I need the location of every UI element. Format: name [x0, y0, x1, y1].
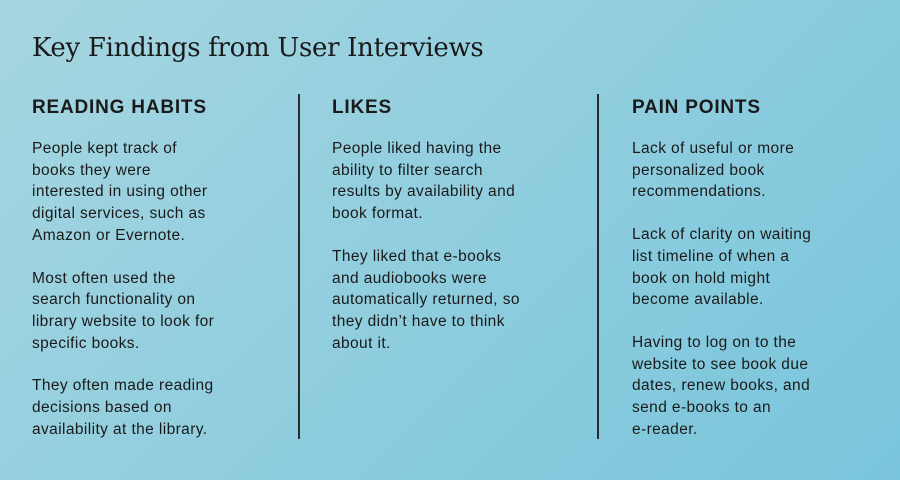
column-divider: [597, 94, 599, 439]
column-heading: PAIN POINTS: [632, 97, 761, 118]
column-reading-habits: READING HABITS People kept track of book…: [32, 95, 268, 461]
finding-paragraph: Lack of useful or more personalized book…: [632, 140, 795, 201]
column-paragraphs: Lack of useful or more personalized book…: [632, 138, 868, 440]
finding-paragraph: Most often used the search functionality…: [32, 269, 215, 352]
page-title: Key Findings from User Interviews: [32, 33, 484, 63]
column-divider: [298, 94, 300, 439]
finding-paragraph: People liked having the ability to filte…: [332, 140, 516, 223]
finding-paragraph: They liked that e-books and audiobooks w…: [332, 247, 520, 352]
finding-paragraph: Lack of clarity on waiting list timeline…: [632, 226, 812, 309]
finding-paragraph: They often made reading decisions based …: [32, 377, 214, 438]
column-heading: READING HABITS: [32, 97, 207, 118]
column-pain-points: PAIN POINTS Lack of useful or more perso…: [632, 95, 868, 461]
finding-paragraph: People kept track of books they were int…: [32, 140, 208, 244]
column-likes: LIKES People liked having the ability to…: [332, 95, 568, 375]
column-paragraphs: People liked having the ability to filte…: [332, 138, 568, 354]
column-heading: LIKES: [332, 97, 392, 118]
column-paragraphs: People kept track of books they were int…: [32, 138, 268, 440]
finding-paragraph: Having to log on to the website to see b…: [632, 333, 811, 438]
